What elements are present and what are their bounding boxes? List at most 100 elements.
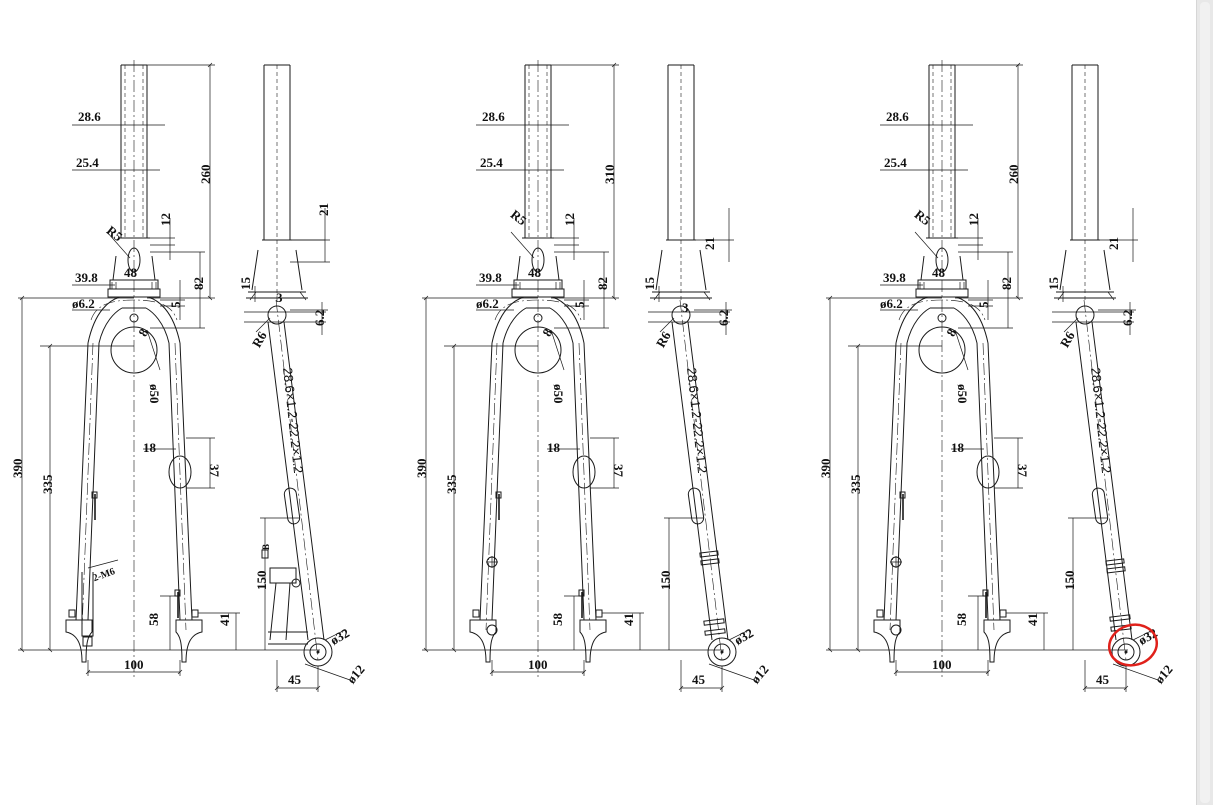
dim-tire-d: ø50 bbox=[147, 384, 162, 404]
dim-dropout-h: 58 bbox=[954, 613, 969, 627]
side-view-3: 260 21 15 R6 6.2 28.6×1.2-22.2×1.2 150 ø… bbox=[1006, 64, 1176, 693]
side-view-2: 310 21 15 3 R6 6.2 28.6×1.2-22.2×1.2 150… bbox=[602, 64, 772, 693]
dim-crown-r: R6 bbox=[1057, 328, 1078, 350]
dim-crown-r: 8 bbox=[943, 325, 959, 339]
dim-tire-d: ø50 bbox=[955, 384, 970, 404]
dim-radius: R5 bbox=[508, 207, 530, 229]
front-view-3: 28.6 25.4 R5 12 48 39.8 ø6.2 82 5 8 ø50 … bbox=[818, 59, 1059, 681]
dim-spacing: 100 bbox=[124, 657, 144, 672]
dim-rake: 45 bbox=[692, 672, 706, 687]
dim-slot-pos: 18 bbox=[547, 440, 561, 455]
dim-step: 21 bbox=[702, 237, 717, 250]
dim-off: 6.2 bbox=[312, 310, 327, 326]
dim-length-axle: 335 bbox=[444, 474, 459, 494]
dim-crown-w: 39.8 bbox=[479, 270, 502, 285]
dim-axle-hole: ø12 bbox=[1152, 662, 1176, 687]
dim-steerer-outer: 28.6 bbox=[886, 109, 909, 124]
dim-slot-pos: 18 bbox=[143, 440, 157, 455]
fork-set-1: 28.6 25.4 R5 12 48 39.8 ø6.2 82 5 8 ø50 … bbox=[10, 59, 368, 693]
fork-drawings: 28.6 25.4 R5 12 48 39.8 ø6.2 82 5 8 ø50 … bbox=[10, 59, 1176, 693]
dim-crown-gap: 5 bbox=[976, 301, 991, 308]
dim-step: 21 bbox=[316, 203, 331, 216]
dim-spacing: 100 bbox=[528, 657, 548, 672]
dim-length-axle: 335 bbox=[848, 474, 863, 494]
dim-slot-pos: 18 bbox=[951, 440, 965, 455]
dim-crown-h: 82 bbox=[191, 277, 206, 290]
dim-axle-d: ø32 bbox=[328, 625, 352, 648]
dim-axle-hole: ø12 bbox=[344, 662, 368, 687]
dim-hole: ø6.2 bbox=[72, 296, 95, 311]
dim-slot-len: 37 bbox=[207, 464, 222, 478]
dim-crown-gap: 5 bbox=[572, 301, 587, 308]
dim-hole: ø6.2 bbox=[476, 296, 499, 311]
dim-step: 21 bbox=[1106, 237, 1121, 250]
dim-mount-h: 150 bbox=[1062, 571, 1077, 591]
front-view-2: 28.6 25.4 R5 12 48 39.8 ø6.2 82 5 8 ø50 … bbox=[414, 59, 655, 681]
dim-dropout-off: 41 bbox=[1025, 613, 1040, 626]
dim-steerer-inner: 25.4 bbox=[884, 155, 907, 170]
dim-dropout-h: 58 bbox=[550, 613, 565, 627]
dim-length-full: 390 bbox=[414, 459, 429, 479]
dim-off: 6.2 bbox=[1120, 310, 1135, 326]
dim-crown-w: 39.8 bbox=[75, 270, 98, 285]
dim-crown-r: 8 bbox=[135, 325, 151, 339]
dim-length-full: 390 bbox=[818, 459, 833, 479]
fork-set-3: 28.6 25.4 R5 12 48 39.8 ø6.2 82 5 8 ø50 … bbox=[818, 59, 1176, 693]
dim-steerer-outer: 28.6 bbox=[78, 109, 101, 124]
dim-slot-h: 12 bbox=[562, 213, 577, 226]
dim-mount: 2-M6 bbox=[91, 566, 116, 584]
dim-slot-len: 37 bbox=[611, 464, 626, 478]
dim-crown-mark: 3 bbox=[276, 290, 283, 305]
dim-mount-label: B bbox=[261, 544, 271, 550]
dim-rake: 45 bbox=[1096, 672, 1110, 687]
dim-crown-w: 39.8 bbox=[883, 270, 906, 285]
dim-crown-h: 82 bbox=[999, 277, 1014, 290]
front-view-1: 28.6 25.4 R5 12 48 39.8 ø6.2 82 5 8 ø50 … bbox=[10, 59, 251, 681]
dim-tube-spec: 28.6×1.2-22.2×1.2 bbox=[280, 367, 306, 474]
dim-tube-spec: 28.6×1.2-22.2×1.2 bbox=[684, 367, 710, 474]
dim-axle-hole: ø12 bbox=[748, 662, 772, 687]
dim-slot-h: 12 bbox=[158, 213, 173, 226]
drawing-area: 28.6 25.4 R5 12 48 39.8 ø6.2 82 5 8 ø50 … bbox=[10, 59, 1176, 693]
dim-length-axle: 335 bbox=[40, 474, 55, 494]
dim-slot-len: 37 bbox=[1015, 464, 1030, 478]
dim-spacing: 100 bbox=[932, 657, 952, 672]
dim-crown-gap: 5 bbox=[168, 301, 183, 308]
scrollbar-thumb[interactable] bbox=[1200, 2, 1210, 803]
dim-crown-r: R6 bbox=[653, 328, 674, 350]
dim-crown-r: R6 bbox=[249, 328, 270, 350]
highlight-circle bbox=[1107, 623, 1159, 667]
dim-crown-r: 8 bbox=[539, 325, 555, 339]
dim-crown-t: 15 bbox=[238, 277, 253, 291]
dim-steerer-len: 260 bbox=[1006, 165, 1021, 185]
dim-crown-h: 82 bbox=[595, 277, 610, 290]
dim-radius: R5 bbox=[912, 207, 934, 229]
dim-hole: ø6.2 bbox=[880, 296, 903, 311]
dim-slot-w: 48 bbox=[932, 265, 946, 280]
side-view-1: 260 21 15 3 R6 6.2 28.6×1.2-22.2×1.2 150… bbox=[198, 64, 368, 693]
dim-crown-t: 15 bbox=[642, 277, 657, 291]
dim-rake: 45 bbox=[288, 672, 302, 687]
dim-slot-h: 12 bbox=[966, 213, 981, 226]
dim-steerer-len: 260 bbox=[198, 165, 213, 185]
dim-dropout-off: 41 bbox=[217, 613, 232, 626]
dim-steerer-inner: 25.4 bbox=[480, 155, 503, 170]
dim-axle-d: ø32 bbox=[732, 625, 756, 648]
dim-dropout-h: 58 bbox=[146, 613, 161, 627]
dim-tube-spec: 28.6×1.2-22.2×1.2 bbox=[1088, 367, 1114, 474]
fork-set-2: 28.6 25.4 R5 12 48 39.8 ø6.2 82 5 8 ø50 … bbox=[414, 59, 772, 693]
dim-steerer-len: 310 bbox=[602, 165, 617, 185]
dim-length-full: 390 bbox=[10, 459, 25, 479]
dim-crown-t: 15 bbox=[1046, 277, 1061, 291]
dim-tire-d: ø50 bbox=[551, 384, 566, 404]
dim-dropout-off: 41 bbox=[621, 613, 636, 626]
dim-radius: R5 bbox=[104, 223, 126, 245]
vertical-scrollbar[interactable] bbox=[1196, 0, 1213, 805]
dim-slot-w: 48 bbox=[528, 265, 542, 280]
dim-slot-w: 48 bbox=[124, 265, 138, 280]
dim-crown-mark: 3 bbox=[682, 300, 689, 315]
dim-mount-h: 150 bbox=[254, 571, 269, 591]
dim-mount-h: 150 bbox=[658, 571, 673, 591]
dim-steerer-outer: 28.6 bbox=[482, 109, 505, 124]
dim-steerer-inner: 25.4 bbox=[76, 155, 99, 170]
